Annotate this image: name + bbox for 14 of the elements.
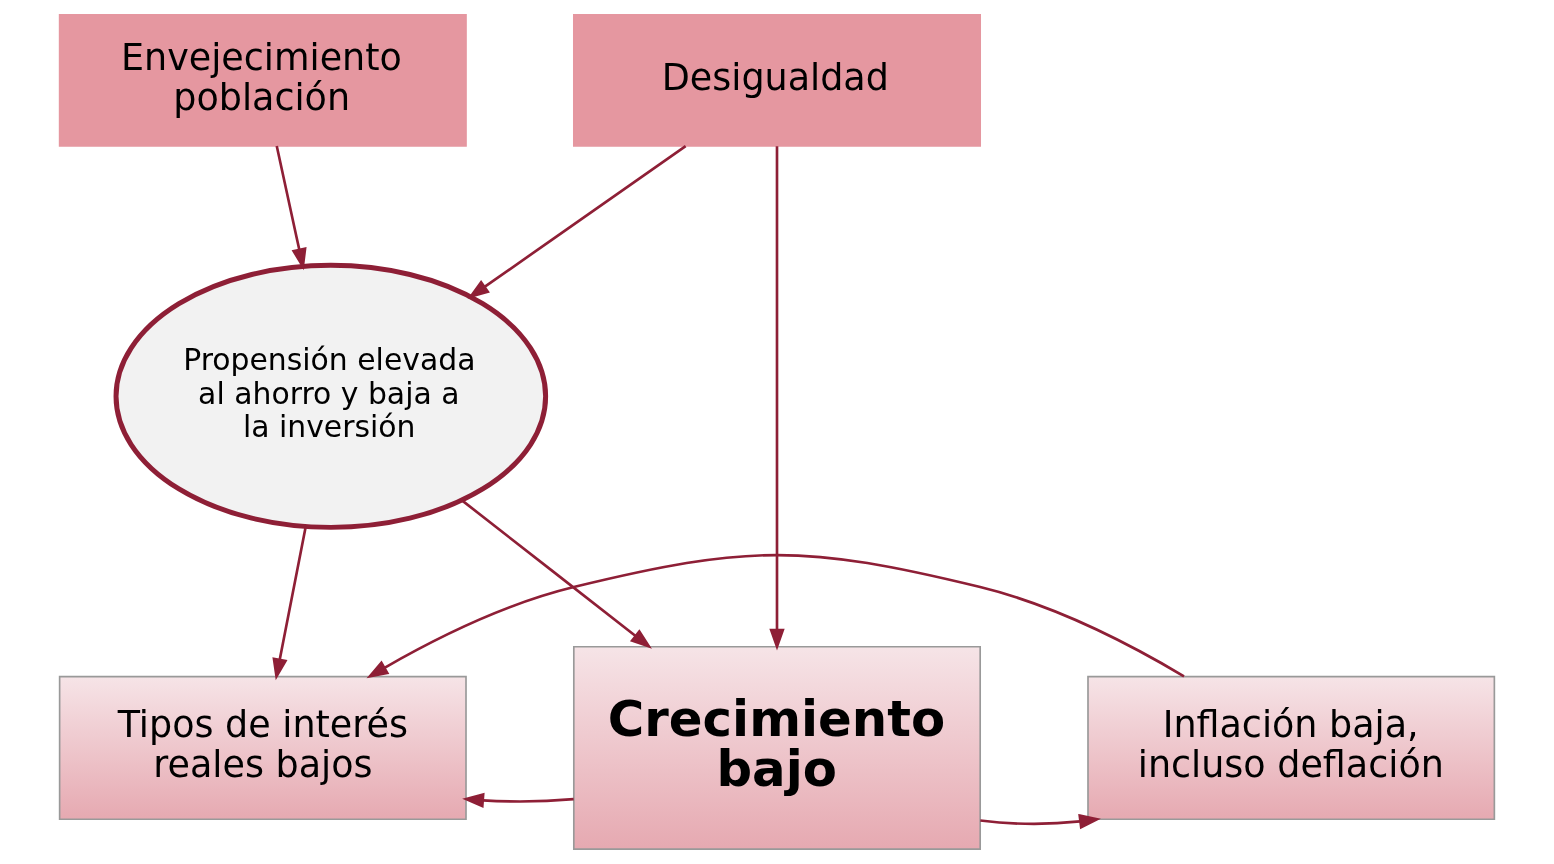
arrow (272, 526, 307, 681)
node-box: Tipos de interés reales bajos (58, 675, 467, 821)
arrow (980, 813, 1101, 830)
node-box: Crecimiento bajo (573, 645, 981, 850)
arrow (461, 499, 652, 649)
arrow (366, 553, 1185, 679)
node-box: Inflación baja, incluso deflación (1087, 675, 1496, 821)
node-box: Desigualdad (573, 14, 981, 147)
arrow (275, 145, 307, 271)
node-ellipse: Propensión elevada al ahorro y baja a la inversión (113, 262, 549, 530)
node-box: Envejecimiento población (58, 14, 467, 147)
arrow (467, 144, 687, 299)
arrow (769, 146, 785, 651)
arrow (462, 792, 574, 809)
